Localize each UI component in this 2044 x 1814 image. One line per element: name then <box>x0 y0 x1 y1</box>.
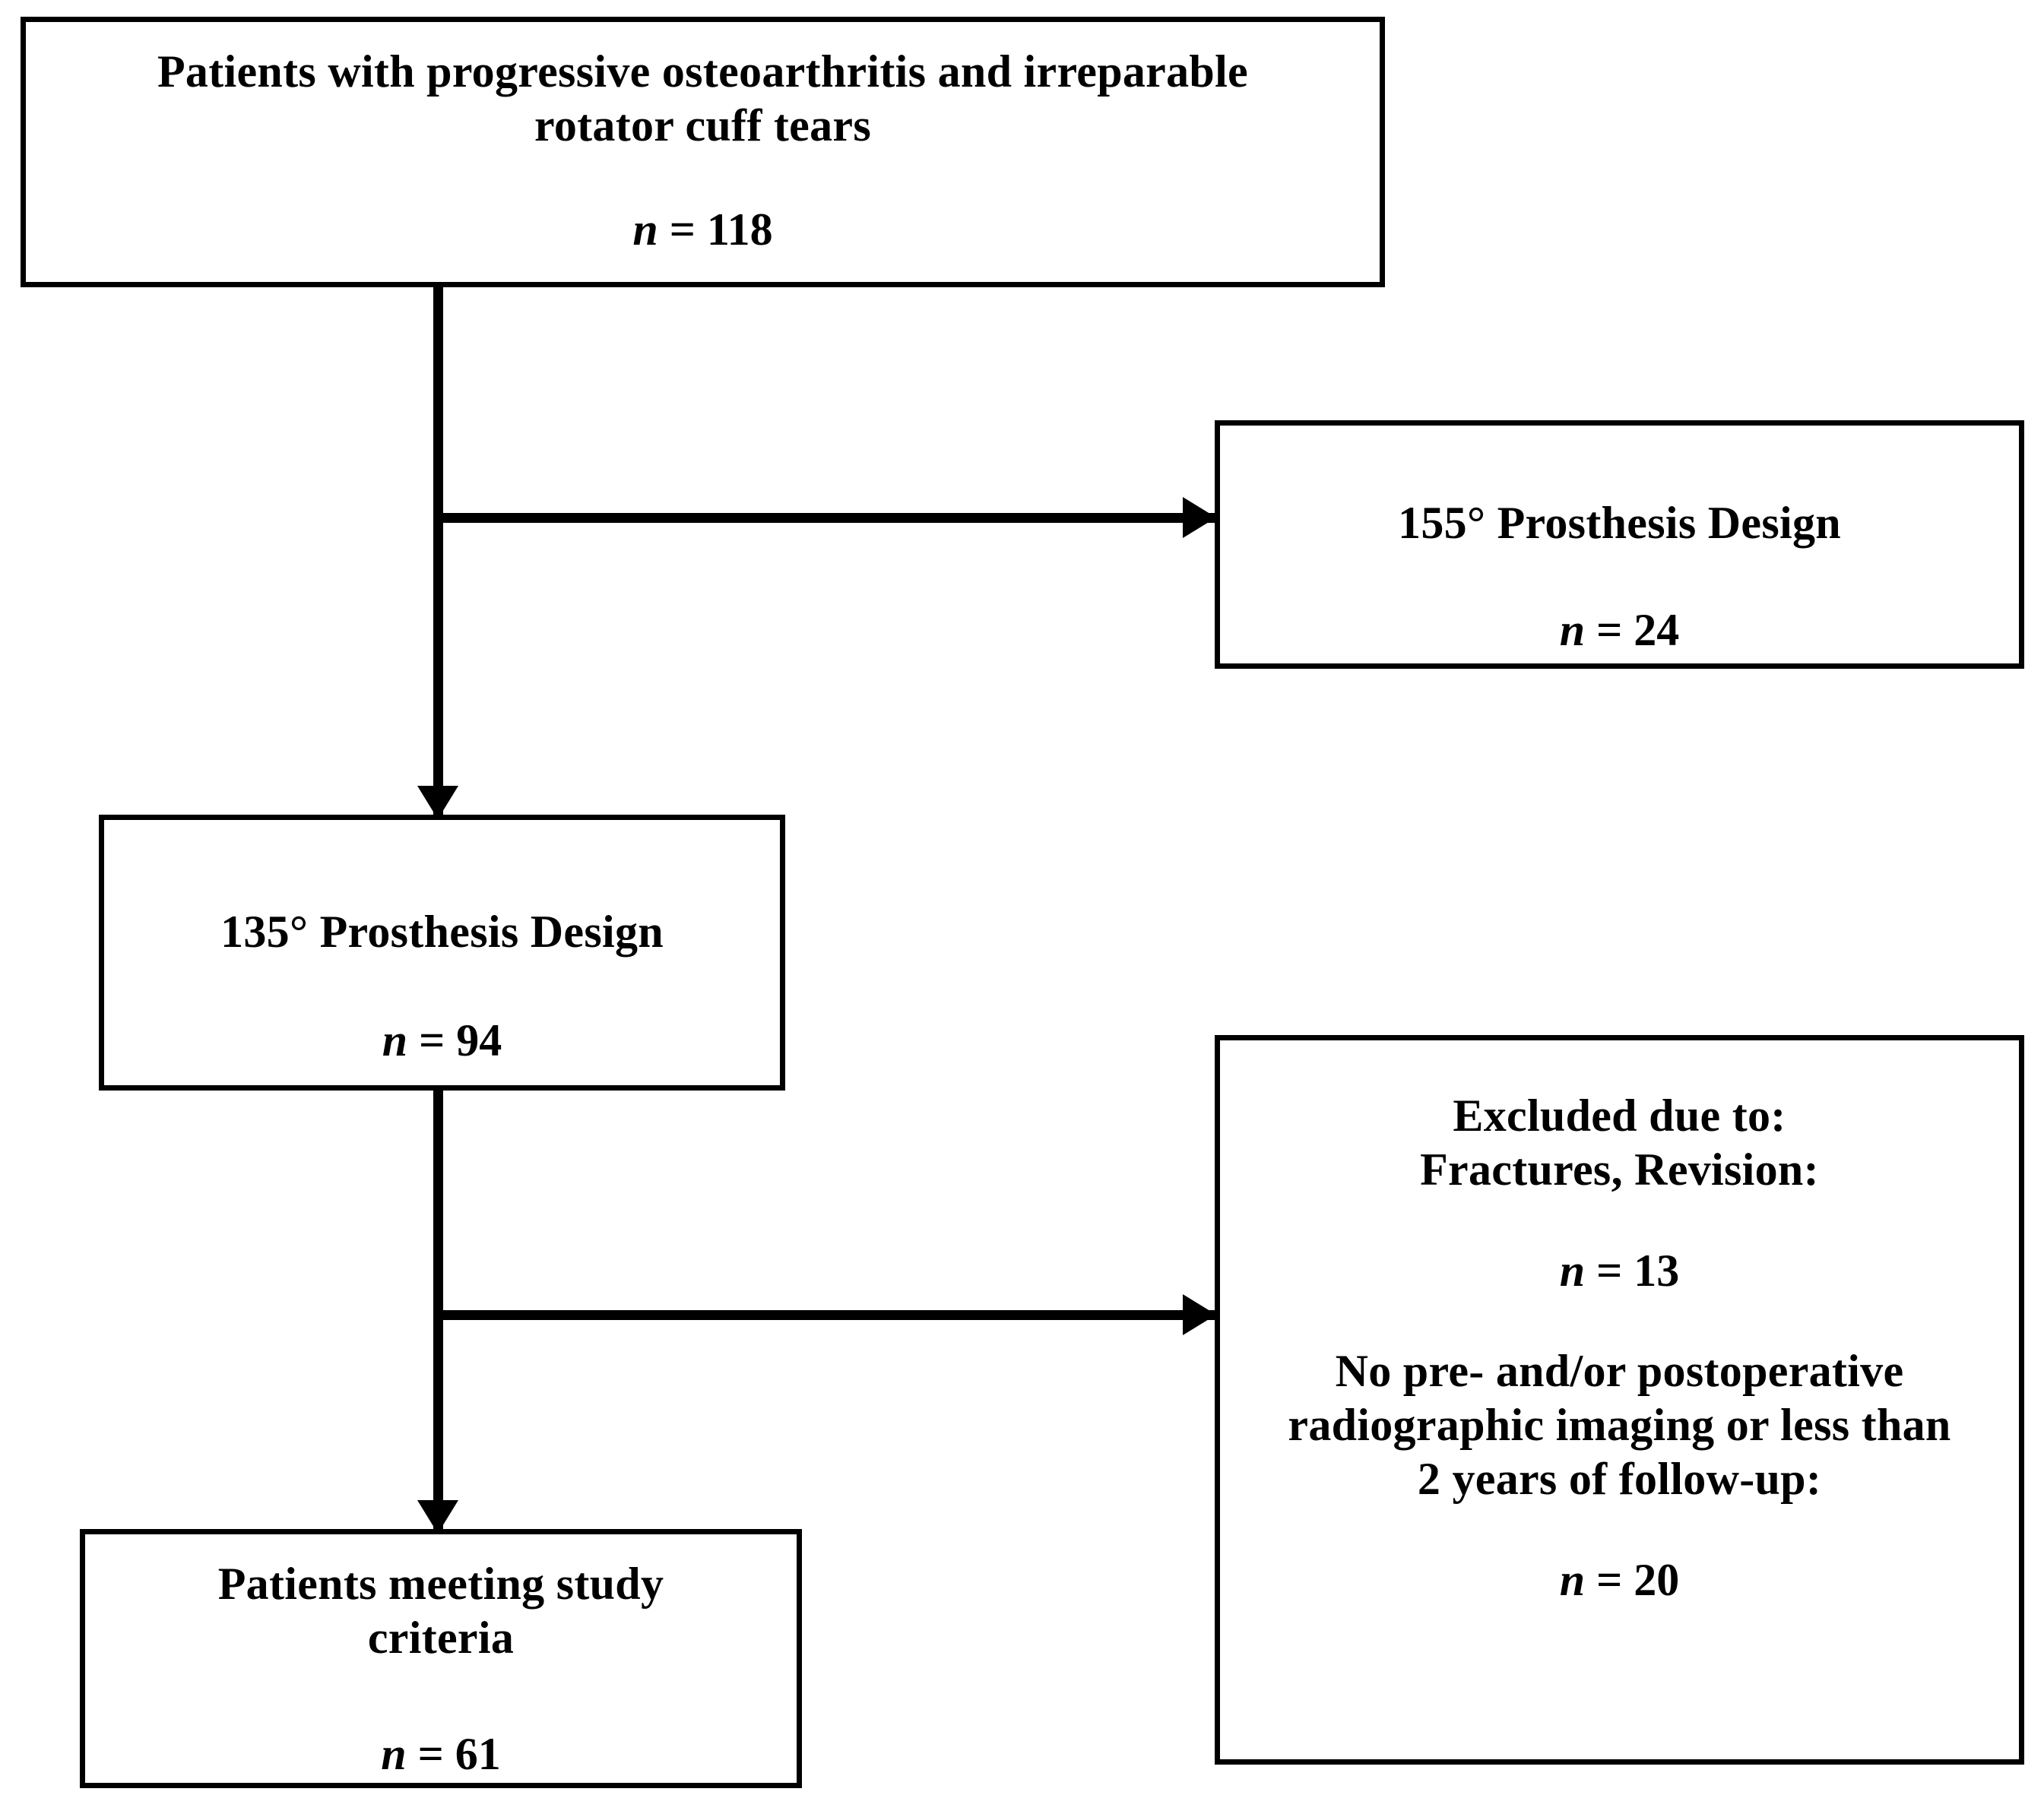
node-exclusions-reason-2-count-symbol: n <box>1559 1554 1586 1605</box>
node-included-cohort-count: n = 61 <box>381 1727 501 1781</box>
arrowhead-down-icon-into-135 <box>417 786 458 819</box>
arrowhead-down-icon-into-included <box>417 1500 458 1534</box>
node-source-cohort-count-value: = 118 <box>669 204 773 255</box>
node-exclusions-reason-1-count-symbol: n <box>1559 1245 1586 1296</box>
node-design-155-count-value: = 24 <box>1596 604 1680 655</box>
connector-135-to-excluded-branch <box>433 1310 1224 1320</box>
node-included-cohort: Patients meeting study criteria n = 61 <box>80 1529 802 1788</box>
node-design-135-count-value: = 94 <box>419 1015 502 1065</box>
node-exclusions-reason-2-title: No pre- and/or postoperative radiographi… <box>1288 1346 1951 1504</box>
node-design-155-count-symbol: n <box>1559 604 1586 655</box>
node-design-135: 135° Prosthesis Design n = 94 <box>99 815 785 1091</box>
node-source-cohort-count: n = 118 <box>632 203 772 257</box>
node-exclusions-reason-2-count: n = 20 <box>1560 1553 1680 1607</box>
arrowhead-right-icon-into-excluded <box>1183 1294 1216 1335</box>
node-exclusions-reason-1-count-value: = 13 <box>1596 1245 1680 1296</box>
node-design-135-count-symbol: n <box>382 1015 408 1065</box>
connector-source-to-155-branch <box>433 513 1224 523</box>
node-design-155: 155° Prosthesis Design n = 24 <box>1215 420 2024 669</box>
node-source-cohort-title: Patients with progressive osteoarthritis… <box>157 46 1248 150</box>
connector-source-to-135-trunk <box>433 287 443 819</box>
node-design-155-title: 155° Prosthesis Design <box>1398 498 1841 548</box>
arrowhead-right-icon-into-155 <box>1183 497 1216 538</box>
node-included-cohort-count-symbol: n <box>381 1728 407 1779</box>
node-exclusions-reason-2-count-value: = 20 <box>1596 1554 1680 1605</box>
node-exclusions-reason-1-title: Excluded due to: Fractures, Revision: <box>1420 1091 1819 1195</box>
node-included-cohort-title: Patients meeting study criteria <box>217 1559 664 1663</box>
node-source-cohort: Patients with progressive osteoarthritis… <box>21 17 1385 287</box>
node-exclusions: Excluded due to: Fractures, Revision: n … <box>1215 1035 2024 1765</box>
node-included-cohort-count-value: = 61 <box>417 1728 501 1779</box>
node-design-135-count: n = 94 <box>382 1014 502 1068</box>
node-source-cohort-count-symbol: n <box>632 204 658 255</box>
node-exclusions-reason-1-count: n = 13 <box>1560 1244 1680 1298</box>
node-design-135-title: 135° Prosthesis Design <box>220 907 664 957</box>
node-design-155-count: n = 24 <box>1560 603 1680 657</box>
